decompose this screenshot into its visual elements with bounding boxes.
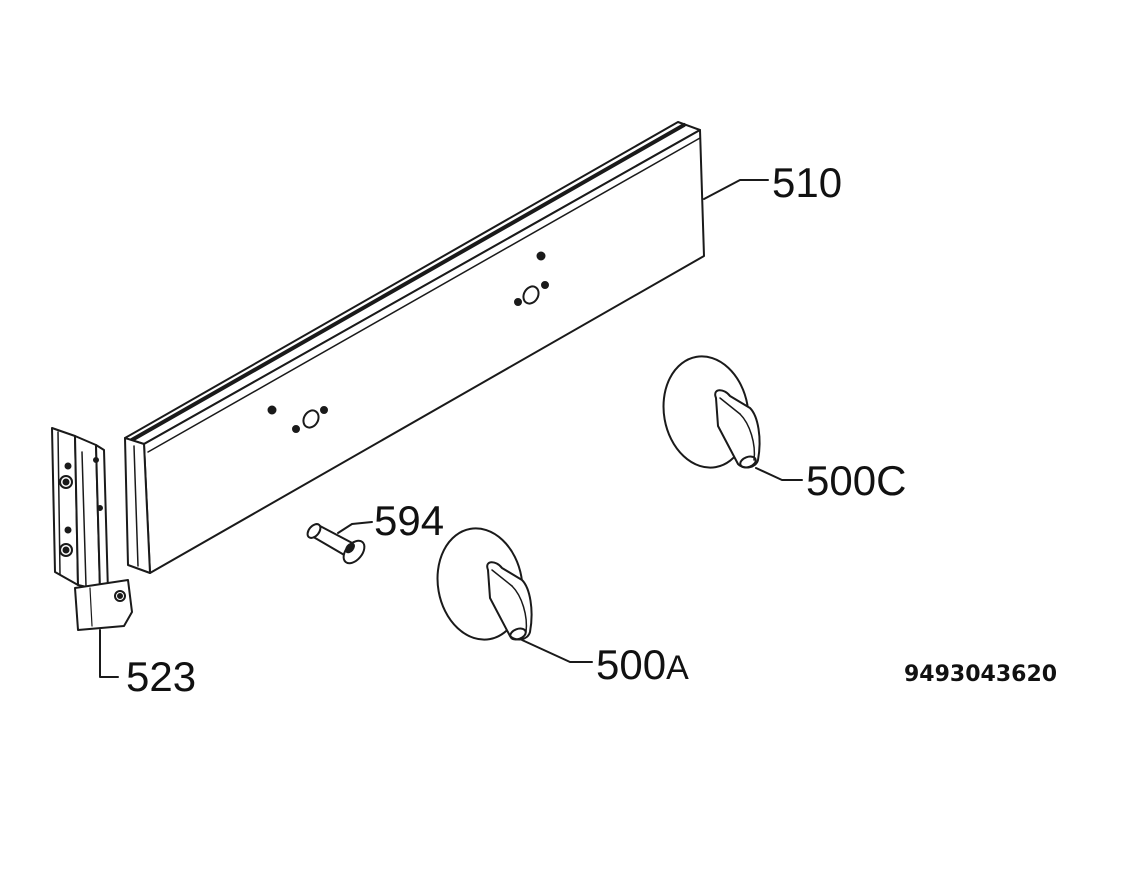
- callout-500a: 500A: [596, 644, 689, 686]
- part-number: 9493043620: [904, 662, 1058, 687]
- callout-523: 523: [126, 653, 197, 700]
- leader-line-594: [337, 521, 373, 534]
- mounting-bracket-523: [51, 427, 133, 631]
- spindle-pin-594: [306, 523, 366, 565]
- control-panel-510: [124, 121, 705, 574]
- leader-line-500c: [755, 467, 803, 481]
- control-knob-500a: [436, 527, 533, 641]
- callout-500a-suffix: A: [666, 649, 689, 687]
- callout-500c: 500C: [806, 457, 907, 504]
- leader-line-523: [99, 629, 119, 678]
- callout-500a-number: 500: [596, 641, 667, 688]
- leader-line-500a: [521, 639, 593, 663]
- leader-line-510: [703, 179, 769, 200]
- callout-510: 510: [772, 159, 843, 206]
- callout-594: 594: [374, 497, 445, 544]
- control-knob-500c: [662, 355, 761, 469]
